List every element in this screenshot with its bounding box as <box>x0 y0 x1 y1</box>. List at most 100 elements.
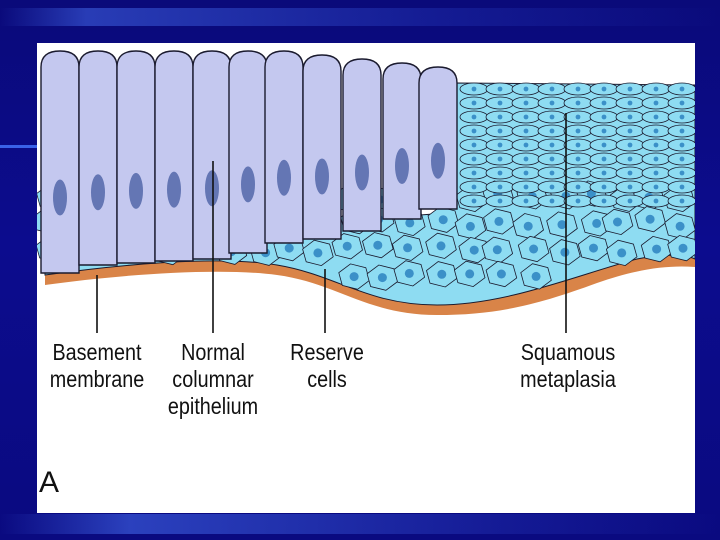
reserve-cell-nucleus <box>438 215 448 225</box>
reserve-cell-nucleus <box>589 243 598 253</box>
squamous-cell-nucleus <box>471 128 477 134</box>
reserve-cell-nucleus <box>557 220 567 230</box>
top-highlight-band <box>0 8 720 26</box>
squamous-cell-nucleus <box>549 100 555 106</box>
squamous-cell-nucleus <box>523 184 529 190</box>
squamous-cell-nucleus <box>679 142 685 148</box>
squamous-cell-nucleus <box>679 184 685 190</box>
reserve-cell-nucleus <box>613 217 622 227</box>
squamous-cell-nucleus <box>601 128 607 134</box>
columnar-cell <box>342 58 382 232</box>
basement-membrane-label: Basement membrane <box>47 339 147 393</box>
columnar-cell-nucleus <box>91 174 105 211</box>
reserve-cell-nucleus <box>437 269 447 279</box>
columnar-cell-nucleus <box>53 179 67 216</box>
label-line: metaplasia <box>520 366 616 392</box>
squamous-cell-nucleus <box>471 170 477 176</box>
squamous-cell-nucleus <box>471 198 477 204</box>
columnar-cell <box>418 66 458 210</box>
label-line: epithelium <box>167 393 259 419</box>
squamous-cell-nucleus <box>653 142 659 148</box>
squamous-cell-nucleus <box>549 86 555 92</box>
columnar-cell-nucleus <box>431 142 445 179</box>
reserve-cell-nucleus <box>496 269 506 279</box>
squamous-cell-nucleus <box>601 86 607 92</box>
columnar-cell <box>192 50 232 260</box>
squamous-metaplasia-label: Squamous metaplasia <box>512 339 624 393</box>
squamous-cell-nucleus <box>471 184 477 190</box>
reserve-cell-nucleus <box>313 248 323 258</box>
squamous-cell-nucleus <box>679 170 685 176</box>
label-line: Reserve <box>290 339 364 365</box>
squamous-cell-nucleus <box>627 142 633 148</box>
reserve-cell-nucleus <box>592 218 602 228</box>
squamous-cell-nucleus <box>523 142 529 148</box>
basement-membrane-strip <box>45 255 695 315</box>
reserve-cell-nucleus <box>531 271 541 281</box>
squamous-cell-nucleus <box>601 170 607 176</box>
squamous-cell-nucleus <box>497 198 503 204</box>
label-line: Squamous <box>520 339 616 365</box>
squamous-cell-nucleus <box>575 114 581 120</box>
squamous-cell-nucleus <box>497 128 503 134</box>
reserve-cells-label: Reserve cells <box>284 339 370 393</box>
squamous-cell-nucleus <box>575 198 581 204</box>
squamous-cell-nucleus <box>601 198 607 204</box>
normal-columnar-epithelium-label: Normal columnar epithelium <box>163 339 263 420</box>
squamous-cell-nucleus <box>549 184 555 190</box>
reserve-cell-nucleus <box>529 244 539 254</box>
bottom-highlight-band <box>0 514 720 534</box>
columnar-cell-nucleus <box>241 166 255 203</box>
squamous-cell-nucleus <box>653 128 659 134</box>
squamous-cell-nucleus <box>497 170 503 176</box>
label-line: Normal <box>181 339 245 365</box>
squamous-cell-nucleus <box>471 114 477 120</box>
reserve-cell-nucleus <box>465 221 475 231</box>
reserve-cell-nucleus <box>678 243 688 253</box>
squamous-cell-nucleus <box>471 142 477 148</box>
squamous-cell-nucleus <box>497 86 503 92</box>
squamous-cell-nucleus <box>575 128 581 134</box>
squamous-cell-nucleus <box>653 184 659 190</box>
squamous-cell-nucleus <box>523 170 529 176</box>
squamous-cell-nucleus <box>523 198 529 204</box>
squamous-cell-nucleus <box>549 114 555 120</box>
columnar-cell-nucleus <box>167 171 181 208</box>
columnar-cell-nucleus <box>315 158 329 195</box>
columnar-cell <box>78 50 118 266</box>
reserve-cell-nucleus <box>560 247 570 257</box>
squamous-cell-nucleus <box>575 100 581 106</box>
squamous-cell-nucleus <box>575 142 581 148</box>
squamous-cell-nucleus <box>627 198 633 204</box>
reserve-cell-nucleus <box>492 245 502 255</box>
squamous-cell-nucleus <box>679 114 685 120</box>
squamous-cell-nucleus <box>471 100 477 106</box>
squamous-cell-nucleus <box>523 100 529 106</box>
squamous-cell-nucleus <box>497 142 503 148</box>
squamous-cell-nucleus <box>497 184 503 190</box>
squamous-cell-nucleus <box>575 86 581 92</box>
columnar-cell <box>302 54 342 240</box>
figure-panel: Basement membrane Normal columnar epithe… <box>37 43 695 513</box>
squamous-cell-nucleus <box>575 170 581 176</box>
label-line: columnar <box>172 366 254 392</box>
squamous-cell-nucleus <box>601 142 607 148</box>
label-line: cells <box>307 366 347 392</box>
reserve-cell-nucleus <box>523 221 533 231</box>
columnar-cell <box>382 62 422 220</box>
columnar-cell <box>264 50 304 244</box>
squamous-cell-nucleus <box>601 114 607 120</box>
squamous-cell-nucleus <box>601 100 607 106</box>
squamous-cell-nucleus <box>471 156 477 162</box>
squamous-cell-nucleus <box>575 184 581 190</box>
label-line: Basement <box>52 339 142 365</box>
reserve-cell-nucleus <box>404 268 414 278</box>
squamous-cell-nucleus <box>653 198 659 204</box>
columnar-cell <box>154 50 194 262</box>
squamous-cell-nucleus <box>653 170 659 176</box>
squamous-cell-nucleus <box>627 170 633 176</box>
squamous-cell-nucleus <box>653 100 659 106</box>
squamous-cell-nucleus <box>679 128 685 134</box>
squamous-cell-nucleus <box>627 184 633 190</box>
columnar-cell <box>40 50 80 274</box>
